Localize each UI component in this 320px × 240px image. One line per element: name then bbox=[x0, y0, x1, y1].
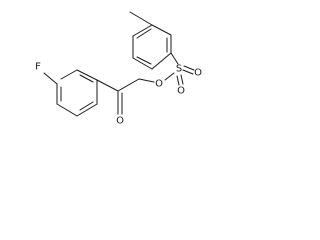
ring-carbonyl-bond bbox=[96, 79, 119, 92]
ketone-oxygen-atom: O bbox=[116, 116, 124, 127]
sulfonyl-oxygen-upper-atom: O bbox=[194, 68, 202, 79]
structure-drawing: F O O S O O bbox=[35, 11, 202, 127]
fluorophenyl-ring bbox=[56, 69, 98, 117]
oxygen-sulfur-bond bbox=[164, 72, 175, 81]
carbonyl-double-bond bbox=[117, 90, 123, 115]
sulfonyl-lower-double-bond bbox=[176, 74, 184, 86]
methyl-bond bbox=[129, 11, 153, 26]
ester-oxygen-atom: O bbox=[155, 79, 163, 90]
fluorine-atom: F bbox=[35, 62, 41, 73]
sulfonyl-upper-double-bond bbox=[182, 65, 195, 75]
carbonyl-methylene-bond bbox=[117, 78, 140, 92]
carbon-fluorine-bond bbox=[43, 72, 58, 85]
sulfur-ring-bond bbox=[170, 52, 179, 65]
tolyl-ring bbox=[132, 24, 172, 70]
methylene-oxygen-bond bbox=[138, 78, 155, 83]
sulfonyl-oxygen-lower-atom: O bbox=[177, 86, 185, 97]
sulfur-atom: S bbox=[176, 64, 182, 75]
